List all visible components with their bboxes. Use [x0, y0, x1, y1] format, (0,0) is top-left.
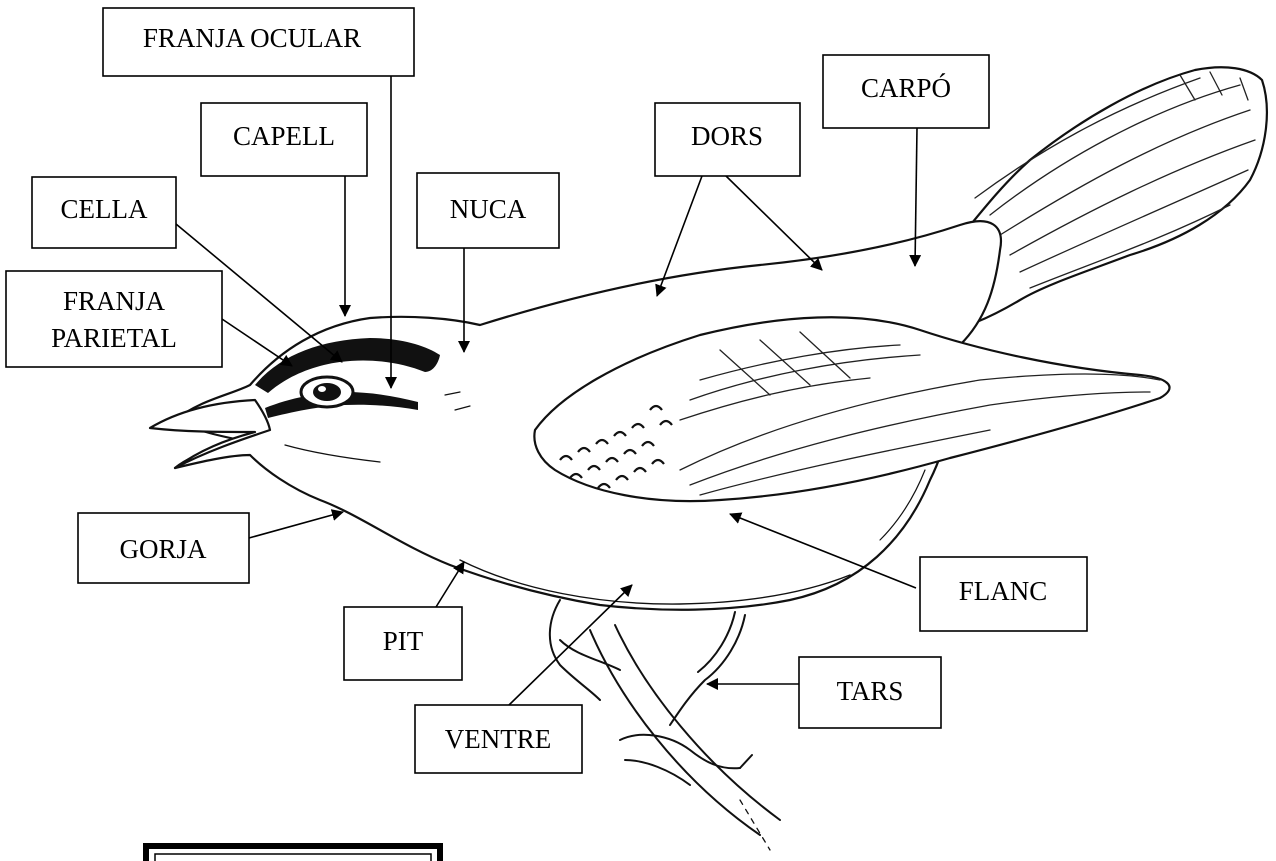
label-cella: CELLA: [32, 177, 176, 248]
label-franja-parietal-line2: PARIETAL: [51, 323, 177, 353]
bird-illustration: [150, 67, 1267, 850]
label-franja-ocular-text: FRANJA OCULAR: [143, 23, 361, 53]
label-tars-text: TARS: [837, 676, 904, 706]
label-dors: DORS: [655, 103, 800, 176]
label-gorja-text: GORJA: [119, 534, 207, 564]
label-capell-text: CAPELL: [233, 121, 335, 151]
label-carpo: CARPÓ: [823, 55, 989, 128]
label-franja-ocular: FRANJA OCULAR: [103, 8, 414, 76]
label-franja-parietal-line1: FRANJA: [63, 286, 166, 316]
label-pit-text: PIT: [383, 626, 424, 656]
label-carpo-text: CARPÓ: [861, 73, 951, 103]
label-capell: CAPELL: [201, 103, 367, 176]
bird-legs-branch: [550, 600, 780, 850]
label-dors-text: DORS: [691, 121, 763, 151]
label-flanc: FLANC: [920, 557, 1087, 631]
label-nuca-text: NUCA: [450, 194, 527, 224]
label-flanc-text: FLANC: [959, 576, 1048, 606]
label-ventre-text: VENTRE: [445, 724, 551, 754]
label-pit: PIT: [344, 607, 462, 680]
leader-ventre: [509, 585, 632, 705]
bottom-frame: [146, 846, 440, 861]
leader-pit: [436, 562, 464, 607]
label-cella-text: CELLA: [61, 194, 148, 224]
leader-gorja: [249, 512, 343, 538]
leader-dors-right: [726, 176, 822, 270]
label-gorja: GORJA: [78, 513, 249, 583]
label-ventre: VENTRE: [415, 705, 582, 773]
label-tars: TARS: [799, 657, 941, 728]
label-nuca: NUCA: [417, 173, 559, 248]
label-franja-parietal: FRANJA PARIETAL: [6, 271, 222, 367]
leader-franja-parietal: [222, 319, 292, 366]
